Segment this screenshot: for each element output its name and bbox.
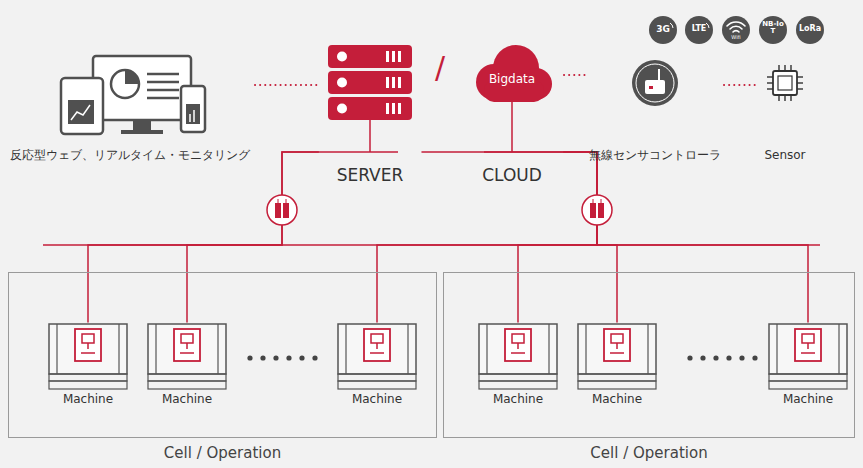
cloud-label: Bigdata	[489, 72, 535, 87]
cloud-graphic	[460, 40, 564, 165]
network-icon-label: LTE	[685, 24, 713, 34]
machine-graphic	[758, 322, 858, 392]
machine: Machine	[758, 322, 858, 407]
machine-graphic	[327, 322, 427, 392]
server-node: SERVER	[318, 40, 422, 186]
machine: Machine	[468, 322, 568, 407]
wireless-controller: 無線センサコントローラ	[586, 50, 724, 163]
wireless-link	[255, 84, 318, 86]
node-label: Machine	[352, 392, 402, 407]
ellipsis-dot	[299, 355, 304, 360]
machine: Machine	[327, 322, 427, 407]
sensor-node: Sensor	[755, 50, 815, 163]
cloud-node: BigdataCLOUD	[460, 40, 564, 186]
separator-slash: /	[420, 50, 460, 86]
node-label: Cell / Operation	[590, 444, 707, 463]
wireless-link	[724, 84, 755, 86]
network-icon-label: Wifi	[722, 34, 750, 40]
node-label: Machine	[493, 392, 543, 407]
monitor-graphic	[5, 50, 255, 148]
firewall-icon	[267, 195, 297, 225]
ellipsis-dot	[726, 355, 731, 360]
ellipsis-dot	[273, 355, 278, 360]
network-icon-label: LoRa	[796, 24, 824, 34]
machine-icon	[336, 322, 418, 392]
machine-graphic	[468, 322, 568, 392]
machine-icon	[576, 322, 658, 392]
ellipsis-dot	[247, 355, 252, 360]
sensor-graphic	[755, 50, 815, 148]
node-label: Cell / Operation	[164, 444, 281, 463]
machine-graphic	[137, 322, 237, 392]
network-wire	[88, 152, 318, 322]
node-label: Machine	[783, 392, 833, 407]
wireless-link	[564, 74, 586, 76]
firewall-icon	[582, 195, 612, 225]
network-bus	[43, 244, 820, 246]
node-label: Sensor	[764, 148, 805, 163]
node-label: 反応型ウェブ、リアルタイム・モニタリング	[10, 148, 250, 163]
node-label: Machine	[63, 392, 113, 407]
cell-group: Cell / Operation Machine Machine Machine	[8, 272, 437, 466]
server-icon	[318, 40, 422, 165]
ellipsis-dot	[687, 355, 692, 360]
machine-icon	[146, 322, 228, 392]
machine: Machine	[137, 322, 237, 407]
cell-group: Cell / Operation Machine Machine Machine	[443, 272, 855, 466]
server-graphic	[318, 40, 422, 165]
controller-icon	[589, 50, 721, 148]
ellipsis-dot	[752, 355, 757, 360]
network-icons	[649, 16, 824, 44]
machine-graphic	[38, 322, 138, 392]
network-icon-label: NB-IoT	[762, 21, 784, 34]
ellipsis-dot	[286, 355, 291, 360]
sensor-chip-icon	[755, 50, 815, 148]
controller-graphic	[586, 50, 724, 148]
ellipsis-dot	[312, 355, 317, 360]
node-label: Machine	[592, 392, 642, 407]
network-wire	[564, 152, 808, 322]
machine: Machine	[567, 322, 667, 407]
monitoring-device: 反応型ウェブ、リアルタイム・モニタリング	[5, 50, 255, 163]
ellipsis-dot	[260, 355, 265, 360]
ellipsis-dot	[713, 355, 718, 360]
machine-icon	[767, 322, 849, 392]
network-icon-label: 3G	[649, 24, 677, 35]
monitor-icon	[35, 50, 225, 148]
ellipsis-dot	[700, 355, 705, 360]
wifi-symbol	[727, 22, 745, 32]
ellipsis-dot	[739, 355, 744, 360]
cloud-icon	[460, 40, 564, 165]
network-wire	[187, 152, 318, 322]
machine-icon	[47, 322, 129, 392]
network-wire	[564, 152, 617, 322]
node-label: Machine	[162, 392, 212, 407]
machine: Machine	[38, 322, 138, 407]
node-label: SERVER	[337, 165, 404, 186]
machine-icon	[477, 322, 559, 392]
machine-graphic	[567, 322, 667, 392]
network-wire	[377, 152, 597, 322]
node-label: CLOUD	[482, 165, 542, 186]
node-label: 無線センサコントローラ	[589, 148, 721, 163]
